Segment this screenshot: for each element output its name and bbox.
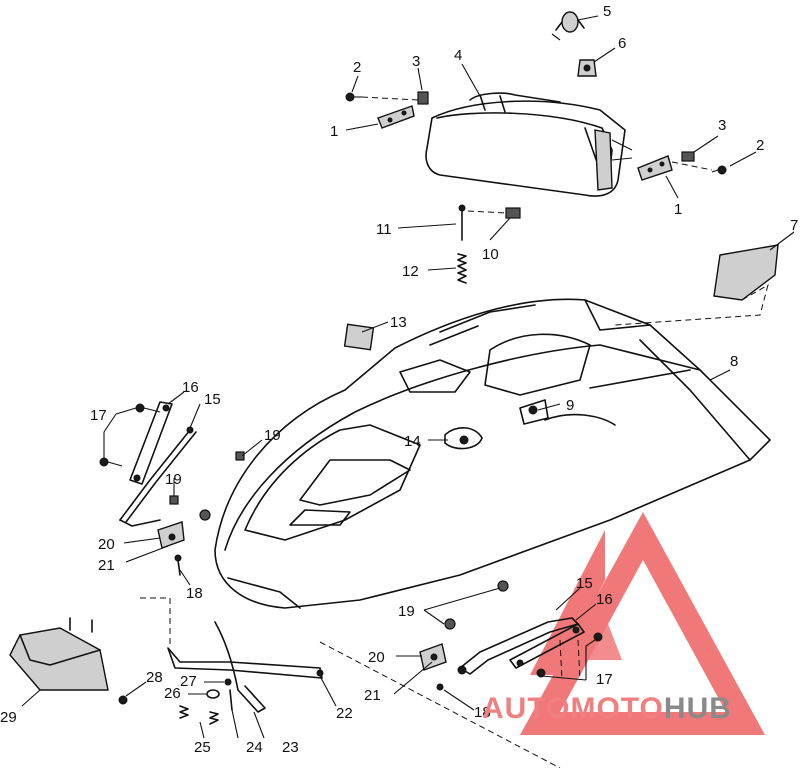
nut-19-mid	[235, 451, 245, 461]
dash-adjuster	[467, 210, 507, 214]
callout-9: 9	[566, 397, 574, 414]
callout-16b: 16	[596, 591, 613, 608]
callout-16a: 16	[182, 379, 199, 396]
dash-right	[671, 161, 713, 171]
nut-19-left	[169, 495, 179, 505]
callout-26: 26	[164, 685, 181, 702]
callout-6: 6	[618, 35, 626, 52]
bracket-20-right	[419, 643, 447, 671]
rod-24	[229, 689, 233, 711]
headlight-bulb	[551, 11, 585, 41]
screw-left	[345, 92, 362, 102]
callout-7: 7	[790, 217, 798, 234]
callout-21b: 21	[364, 687, 381, 704]
svg-text:AUTOMOTOHUB: AUTOMOTOHUB	[482, 692, 732, 725]
callout-3a: 3	[412, 53, 420, 70]
clip-right	[681, 151, 695, 162]
dash-frame-left	[140, 597, 171, 645]
callout-24: 24	[246, 739, 263, 756]
side-cover	[9, 617, 109, 691]
callout-19c: 19	[398, 603, 415, 620]
hood	[214, 298, 771, 609]
callout-19b: 19	[165, 471, 182, 488]
callouts: 1 2 3 4 5 6 3 2 1 7 8 9 10 11 12 13 14 1…	[0, 3, 798, 756]
callout-3b: 3	[718, 117, 726, 134]
callout-4: 4	[454, 47, 462, 64]
dash-left	[361, 96, 419, 101]
screw-28	[118, 695, 128, 705]
headlight-housing	[425, 92, 633, 197]
nut-19-lower	[199, 509, 211, 521]
headlight-bracket-right	[637, 155, 673, 181]
callout-19a: 19	[264, 427, 281, 444]
link-plate-right	[509, 623, 585, 669]
callout-18a: 18	[186, 585, 203, 602]
callout-10: 10	[482, 246, 499, 263]
bracket-20-left	[157, 521, 185, 549]
callout-18b: 18	[474, 704, 491, 721]
frame-bracket	[167, 621, 324, 713]
washer-26	[206, 689, 220, 699]
callout-23: 23	[282, 739, 299, 756]
support-rod-left	[119, 426, 197, 527]
callout-28: 28	[146, 669, 163, 686]
nut-19-right-b	[444, 618, 456, 630]
bolt-17-left	[99, 403, 161, 467]
dash-frame-right	[319, 641, 561, 768]
screw-right	[711, 165, 727, 175]
bolt-18-right	[436, 683, 444, 691]
pad	[343, 323, 375, 351]
callout-2a: 2	[353, 59, 361, 76]
link-plate-left	[129, 401, 173, 485]
callout-14: 14	[404, 433, 421, 450]
watermark-text-part1: AUTOMOTO	[482, 692, 664, 725]
callout-8: 8	[730, 353, 738, 370]
callout-11: 11	[376, 221, 392, 238]
callout-25: 25	[194, 739, 211, 756]
spring-25	[179, 705, 219, 725]
callout-5: 5	[603, 3, 611, 20]
callout-2b: 2	[756, 137, 764, 154]
leader-lines	[21, 15, 795, 739]
dash-rod-right	[559, 639, 581, 681]
callout-21a: 21	[98, 557, 115, 574]
callout-15a: 15	[204, 391, 221, 408]
watermark-text-part2: HUB	[664, 692, 732, 725]
adjuster-spring	[457, 253, 467, 284]
callout-20a: 20	[98, 536, 115, 553]
headlight-bracket-left	[377, 105, 415, 129]
callout-22: 22	[336, 705, 353, 722]
callout-1a: 1	[330, 123, 338, 140]
bulb-socket	[577, 59, 597, 77]
callout-15b: 15	[576, 575, 593, 592]
callout-17b: 17	[596, 671, 613, 688]
watermark: AUTOMOTOHUB	[482, 692, 732, 725]
clip-left	[417, 91, 429, 105]
callout-17a: 17	[90, 407, 107, 424]
side-panel	[614, 244, 779, 326]
callout-29: 29	[0, 709, 17, 726]
callout-12: 12	[402, 263, 419, 280]
pin-27	[224, 678, 232, 686]
callout-27: 27	[180, 673, 197, 690]
callout-20b: 20	[368, 649, 385, 666]
adjuster-nut	[505, 207, 521, 219]
adjuster-screw	[458, 204, 466, 241]
nut-19-right	[497, 580, 509, 592]
bolt-18-left	[177, 559, 181, 576]
callout-13: 13	[390, 314, 407, 331]
callout-1b: 1	[674, 201, 682, 218]
